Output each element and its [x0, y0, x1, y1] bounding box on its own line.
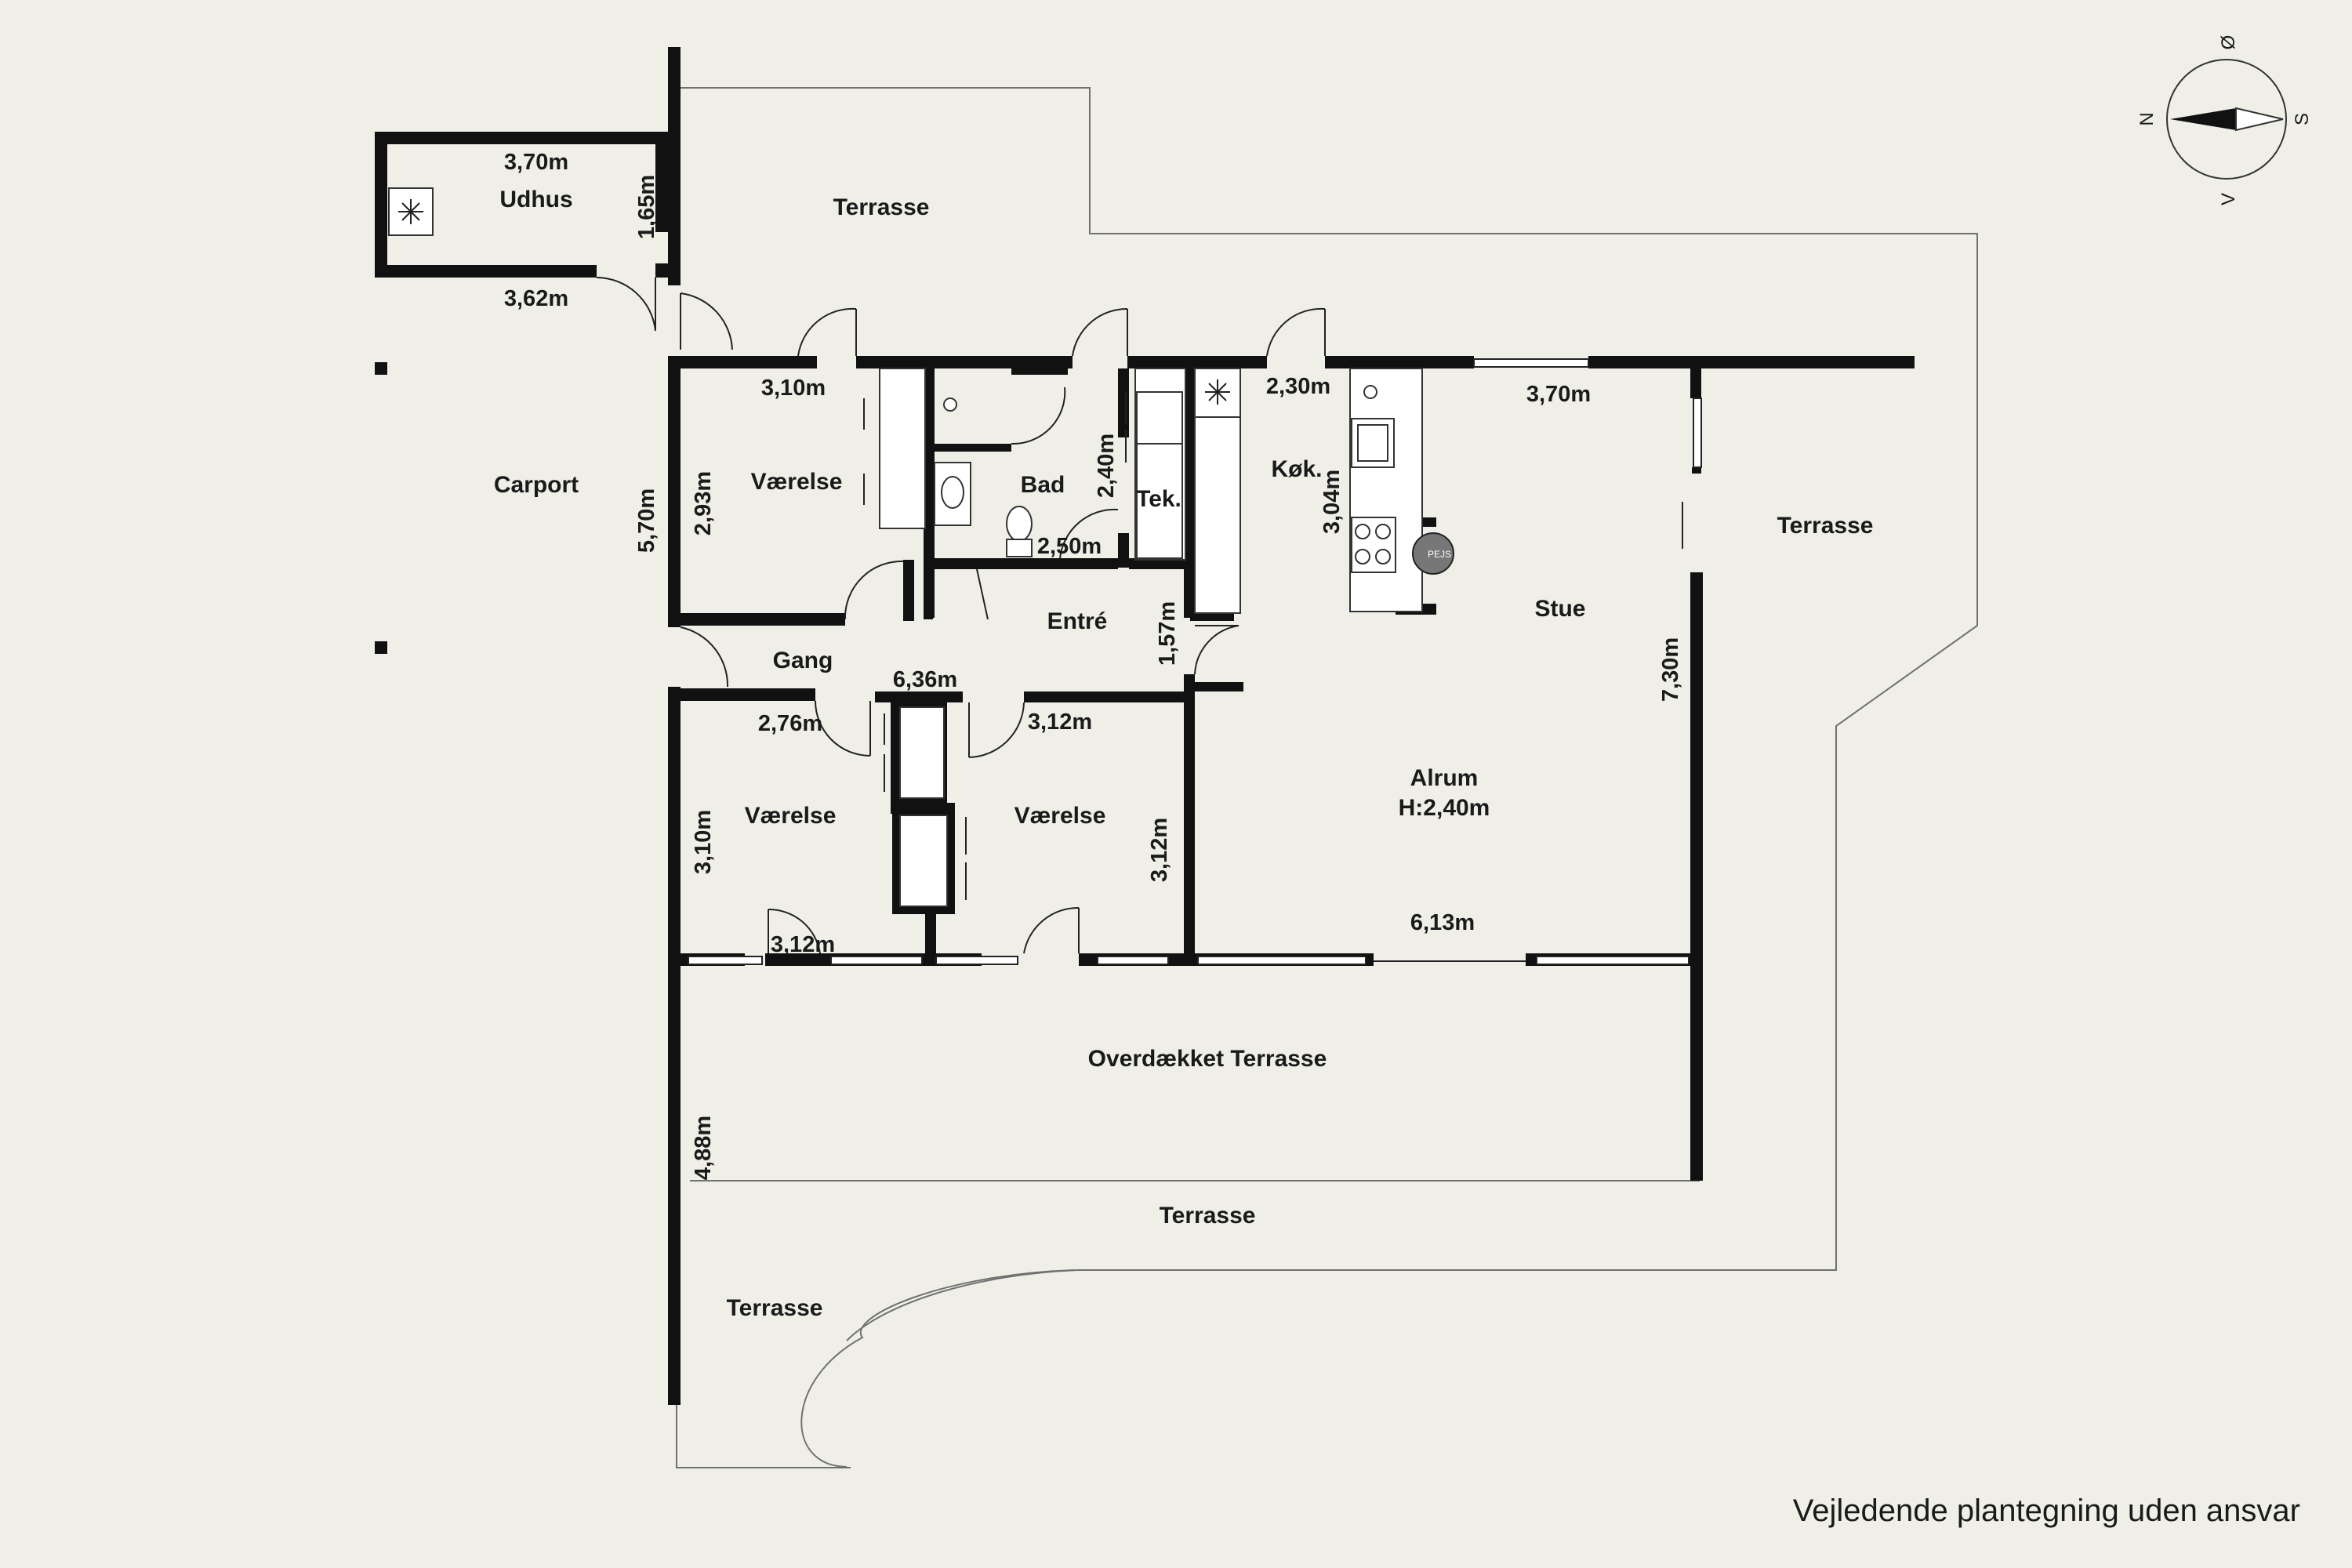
dim-entre-depth: 1,57m: [1155, 601, 1180, 666]
compass-needle-icon: [2170, 108, 2236, 130]
toilet-icon: [1006, 506, 1033, 542]
dim-kok-width: 2,30m: [1266, 374, 1330, 399]
room-label-alrum: Alrum: [1410, 765, 1479, 791]
dim-gang-length: 6,36m: [893, 667, 957, 692]
dim-vaerelse3-depth: 3,12m: [1147, 818, 1172, 882]
dim-terrace-depth: 4,88m: [691, 1116, 716, 1180]
room-label-stue: Stue: [1534, 596, 1585, 622]
compass: N S Ø V: [2136, 35, 2313, 205]
walls: [375, 47, 1915, 1405]
dim-vaerelse2-window: 3,12m: [771, 932, 835, 957]
dim-vaerelse2-depth: 3,10m: [691, 810, 716, 874]
washing-machine-icon: [1136, 391, 1183, 445]
room-label-terrasse-bottom: Terrasse: [1160, 1203, 1256, 1229]
fireplace-icon: [1412, 532, 1454, 575]
dim-house-depth-left: 5,70m: [634, 488, 659, 553]
dim-bad-width: 2,50m: [1037, 534, 1102, 559]
compass-east: Ø: [2218, 35, 2239, 50]
room-label-alrum-height: H:2,40m: [1399, 795, 1490, 821]
dim-vaerelse1-depth: 2,93m: [691, 471, 716, 535]
dim-udhus-width-bottom: 3,62m: [504, 286, 568, 311]
room-label-overdaekket-terrasse: Overdækket Terrasse: [1088, 1046, 1327, 1072]
dim-vaerelse1-width: 3,10m: [761, 376, 826, 401]
dim-alrum-width: 6,13m: [1410, 910, 1475, 935]
compass-south: S: [2292, 113, 2313, 125]
dim-udhus-width-top: 3,70m: [504, 150, 568, 175]
windows: [688, 358, 1702, 965]
fireplace-label: PEJS: [1428, 549, 1451, 560]
fixtures: PEJS: [388, 187, 1683, 900]
room-label-vaerelse-3: Værelse: [1014, 803, 1106, 829]
room-label-vaerelse-1: Værelse: [751, 469, 843, 495]
room-label-entre: Entré: [1047, 608, 1108, 634]
room-label-terrasse-left: Terrasse: [727, 1295, 823, 1321]
room-label-terrasse-right: Terrasse: [1777, 513, 1874, 539]
dim-bad-depth: 2,40m: [1094, 434, 1119, 498]
dimension-labels: 3,70m 1,65m 3,62m 3,10m 2,93m 5,70m 2,40…: [504, 150, 1683, 1180]
dim-stue-depth: 7,30m: [1658, 637, 1683, 702]
room-labels: Udhus Terrasse Carport Værelse Bad Tek. …: [494, 187, 1874, 1321]
room-label-carport: Carport: [494, 472, 579, 498]
dim-kok-depth: 3,04m: [1319, 470, 1345, 534]
disclaimer-text: Vejledende plantegning uden ansvar: [1793, 1494, 2300, 1528]
fridge-icon: [1194, 368, 1241, 418]
room-label-kok: Køk.: [1271, 456, 1322, 482]
dim-vaerelse2-width: 2,76m: [758, 711, 822, 736]
room-label-tek: Tek.: [1136, 486, 1181, 512]
compass-west: V: [2218, 193, 2239, 205]
room-label-gang: Gang: [773, 648, 833, 673]
room-label-vaerelse-2: Værelse: [745, 803, 837, 829]
compass-north: N: [2136, 112, 2158, 125]
doors: [596, 277, 1326, 954]
dim-stue-width: 3,70m: [1526, 382, 1591, 407]
dim-udhus-depth: 1,65m: [634, 175, 659, 239]
room-label-terrasse-top: Terrasse: [833, 194, 930, 220]
dim-vaerelse3-width: 3,12m: [1028, 710, 1092, 735]
room-label-bad: Bad: [1021, 472, 1065, 498]
terrace-outline: [674, 87, 1978, 1468]
room-label-udhus: Udhus: [499, 187, 572, 212]
